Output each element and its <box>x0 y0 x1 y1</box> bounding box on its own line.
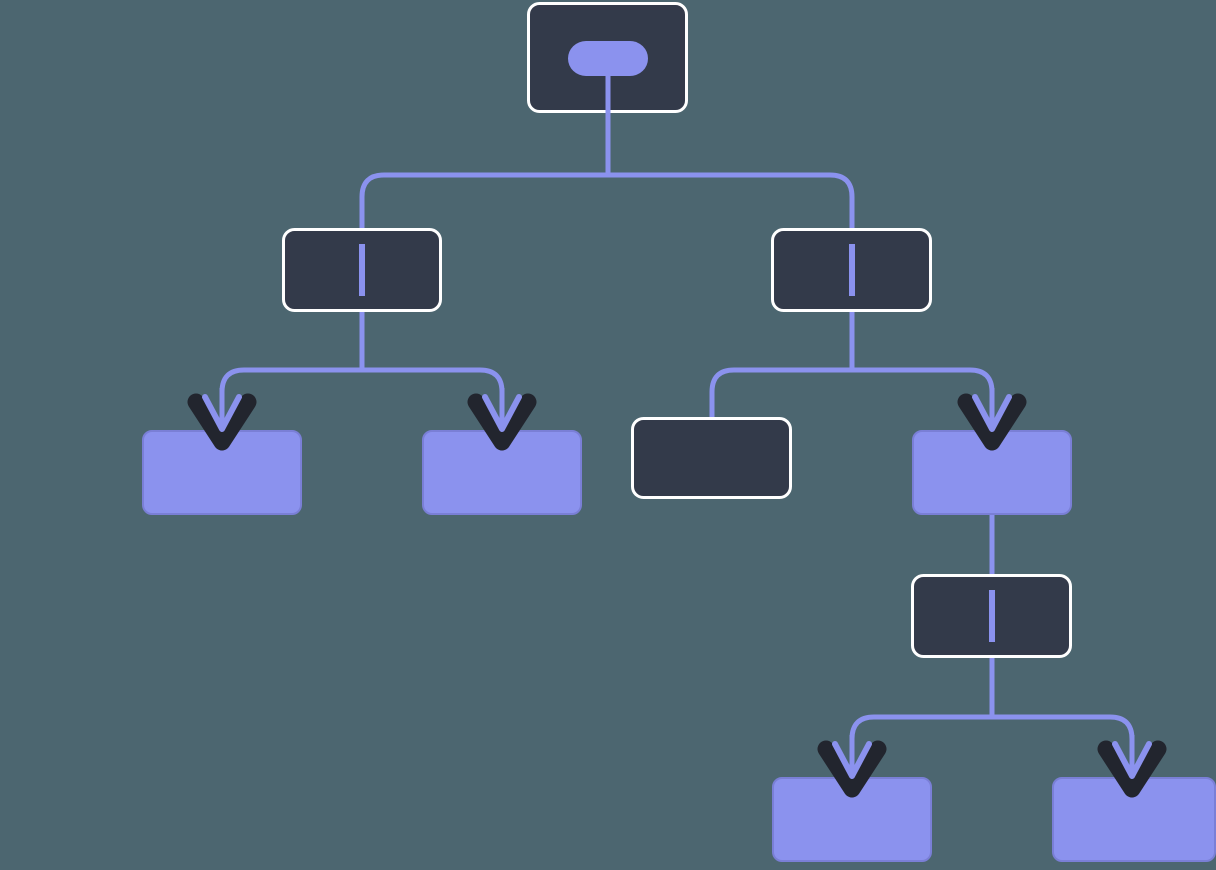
root-node-label-pill <box>568 41 648 76</box>
arrowhead-dark-chevron <box>957 393 1027 451</box>
arrowhead-accent-chevron <box>1112 741 1152 779</box>
edge-branch-lower-to-leaf-e-arrowhead <box>1097 735 1167 798</box>
edge-overlay-through-branch-right <box>849 244 855 296</box>
edge-root-to-branch-left[interactable] <box>359 113 611 228</box>
arrowhead-shaft <box>849 735 855 775</box>
arrowhead-layer <box>187 388 1167 798</box>
root-node-stem <box>605 72 611 114</box>
arrowhead-dark-chevron <box>467 393 537 451</box>
edge-branch-left-to-leaf-a-arrowhead <box>187 388 257 451</box>
arrowhead-accent-chevron <box>482 394 522 432</box>
arrowhead-shaft <box>1129 735 1135 775</box>
arrowhead-accent-chevron <box>972 394 1012 432</box>
arrowhead-accent-chevron <box>832 741 872 779</box>
edge-branch-right-to-leaf-c-arrowhead <box>957 388 1027 451</box>
arrowhead-shaft <box>219 388 225 428</box>
arrowhead-dark-chevron <box>187 393 257 451</box>
root-node[interactable] <box>527 2 688 115</box>
arrowhead-dark-chevron <box>817 740 887 798</box>
edge-branch-lower-to-leaf-d-arrowhead <box>817 735 887 798</box>
edge-root-to-branch-right[interactable] <box>605 113 855 228</box>
edge-branch-left-to-leaf-b-arrowhead <box>467 388 537 451</box>
arrowhead-shaft <box>989 388 995 428</box>
arrowhead-accent-chevron <box>202 394 242 432</box>
arrowhead-shaft <box>499 388 505 428</box>
terminal-node-dark-body <box>631 417 792 499</box>
node-layer <box>142 2 1216 862</box>
edge-overlay-through-branch-left <box>359 244 365 296</box>
edge-branch-right-to-terminal[interactable] <box>709 312 855 417</box>
edge-overlay-through-branch-lower <box>989 590 995 642</box>
arrowhead-dark-chevron <box>1097 740 1167 798</box>
terminal-node-dark[interactable] <box>631 417 792 499</box>
edge-overlay-layer <box>359 244 995 642</box>
